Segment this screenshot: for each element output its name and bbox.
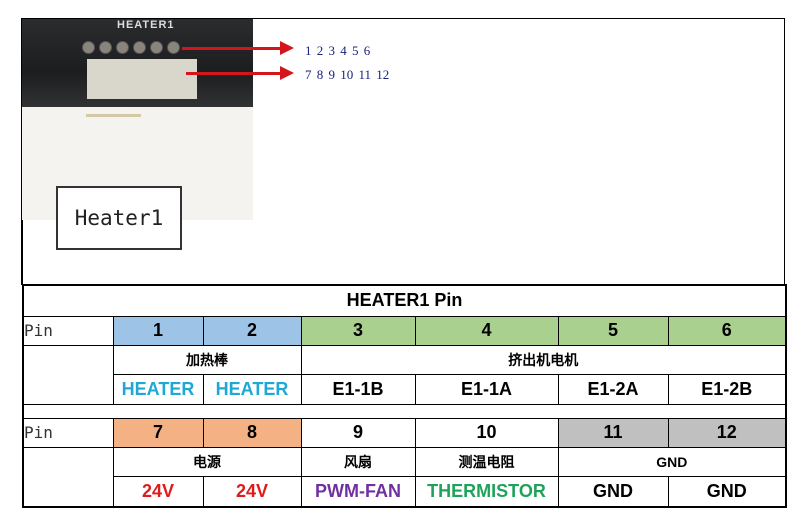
empty-cell bbox=[22, 344, 114, 405]
signal-2: HEATER bbox=[202, 373, 302, 405]
pin-table: HEATER1 Pin Pin 1 2 3 4 5 6 加热棒 挤出机电机 HE… bbox=[22, 284, 787, 508]
empty-cell bbox=[22, 446, 114, 508]
header-pins bbox=[82, 41, 180, 54]
group-gnd: GND bbox=[557, 446, 787, 477]
signal-9: PWM-FAN bbox=[300, 475, 416, 508]
signal-4: E1-1A bbox=[414, 373, 559, 405]
spacer-row bbox=[22, 403, 787, 419]
signal-1: HEATER bbox=[112, 373, 204, 405]
pin-row-bottom: 7 8 9 10 11 12 bbox=[305, 67, 390, 82]
heater1-label-box: Heater1 bbox=[56, 186, 182, 250]
group-fan: 风扇 bbox=[300, 446, 416, 477]
arrow-icon bbox=[186, 66, 294, 80]
pin-8: 8 bbox=[202, 417, 302, 448]
pin-1: 1 bbox=[112, 315, 204, 346]
photo-bar bbox=[86, 114, 141, 117]
pin-6: 6 bbox=[667, 315, 787, 346]
pin-3: 3 bbox=[300, 315, 416, 346]
board-photo: HEATER1 bbox=[22, 19, 253, 107]
signal-8: 24V bbox=[202, 475, 302, 508]
pin-2: 2 bbox=[202, 315, 302, 346]
signal-5: E1-2A bbox=[557, 373, 669, 405]
signal-7: 24V bbox=[112, 475, 204, 508]
signal-10: THERMISTOR bbox=[414, 475, 559, 508]
pin-11: 11 bbox=[557, 417, 669, 448]
group-thermistor: 测温电阻 bbox=[414, 446, 559, 477]
signal-6: E1-2B bbox=[667, 373, 787, 405]
pin-label: Pin bbox=[22, 417, 114, 448]
silk-label: HEATER1 bbox=[117, 19, 175, 31]
arrow-icon bbox=[182, 41, 294, 55]
pin-12: 12 bbox=[667, 417, 787, 448]
pin-5: 5 bbox=[557, 315, 669, 346]
signal-3: E1-1B bbox=[300, 373, 416, 405]
pin-4: 4 bbox=[414, 315, 559, 346]
table-title: HEATER1 Pin bbox=[22, 284, 787, 317]
group-extruder-motor: 挤出机电机 bbox=[300, 344, 787, 375]
pin-7: 7 bbox=[112, 417, 204, 448]
group-power: 电源 bbox=[112, 446, 302, 477]
group-heater-rod: 加热棒 bbox=[112, 344, 302, 375]
pin-9: 9 bbox=[300, 417, 416, 448]
signal-11: GND bbox=[557, 475, 669, 508]
signal-12: GND bbox=[667, 475, 787, 508]
pin-label: Pin bbox=[22, 315, 114, 346]
pin-row-top: 1 2 3 4 5 6 bbox=[305, 43, 371, 58]
connector-housing bbox=[87, 59, 197, 99]
pin-10: 10 bbox=[414, 417, 559, 448]
